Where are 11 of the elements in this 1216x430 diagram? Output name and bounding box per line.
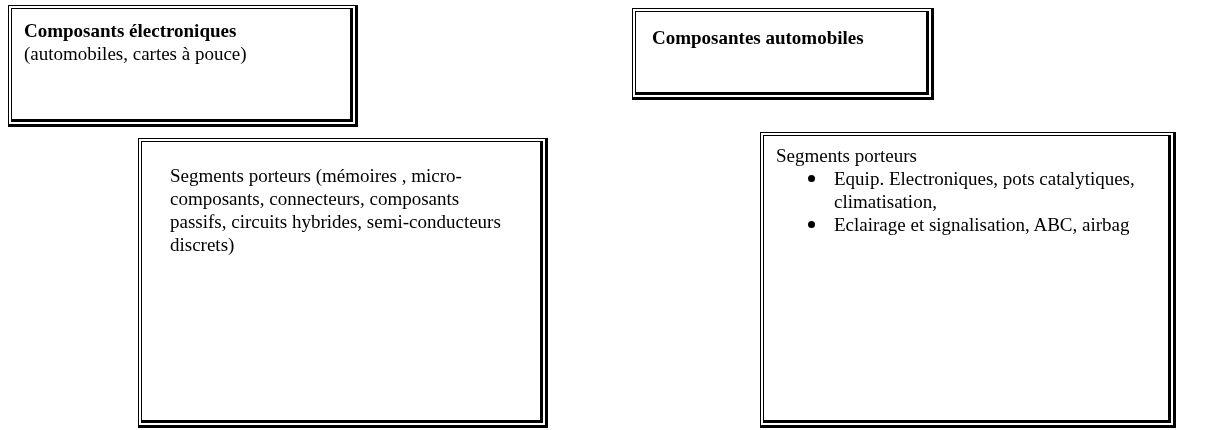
box-text: (automobiles, cartes à pouce) xyxy=(24,42,248,65)
text-box xyxy=(8,5,358,127)
box-text: Segments porteurs xyxy=(776,144,918,167)
bullet-item: Eclairage et signalisation, ABC, airbag xyxy=(776,213,1156,236)
box-heading: Composantes automobiles xyxy=(652,26,865,49)
text-box xyxy=(632,8,934,100)
box-text: Segments porteurs (mémoires , micro-composants, connecteurs, composants passifs, circuits hybrides, semi-conducteurs discrets) xyxy=(170,164,502,256)
bullet-item: Equip. Electroniques, pots catalytiques, climatisation, xyxy=(776,167,1156,213)
text-box xyxy=(760,132,1176,428)
text-box xyxy=(138,138,548,428)
box-heading: Composants électroniques xyxy=(24,19,238,42)
